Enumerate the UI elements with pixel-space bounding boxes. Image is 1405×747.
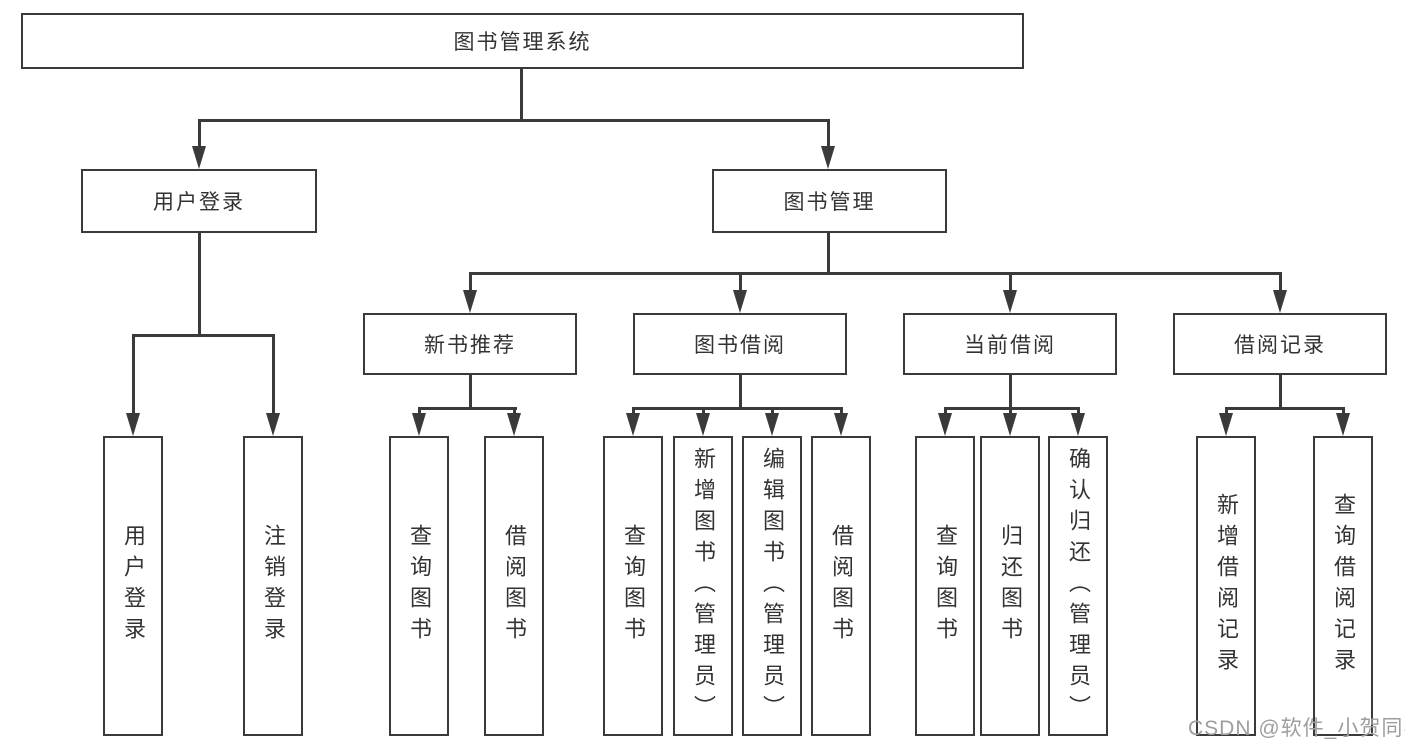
connector-bookmgmt-bar xyxy=(469,272,1282,275)
connector-root-drop-left xyxy=(198,119,201,149)
connector-bookmgmt-drop-3 xyxy=(1009,272,1012,293)
arrowhead-down-icon xyxy=(733,290,747,313)
leaf-query-books-borrow-label: 查询图书 xyxy=(621,524,646,648)
arrowhead-down-icon xyxy=(1273,290,1287,313)
leaf-query-borrow-record-label: 查询借阅记录 xyxy=(1331,493,1356,679)
leaf-query-books-recommend-label: 查询图书 xyxy=(407,524,432,648)
node-current-borrow-label: 当前借阅 xyxy=(964,334,1056,357)
connector-records-stem xyxy=(1279,375,1282,409)
connector-userlogin-drop-1 xyxy=(132,334,135,416)
leaf-add-borrow-record: 新增借阅记录 xyxy=(1196,436,1256,736)
connector-userlogin-bar xyxy=(132,334,275,337)
connector-current-drop-3 xyxy=(1077,407,1080,416)
connector-recommend-drop-1 xyxy=(418,407,421,416)
arrowhead-down-icon xyxy=(1219,413,1233,436)
node-book-management: 图书管理 xyxy=(712,169,947,233)
connector-recommend-bar xyxy=(418,407,517,410)
leaf-edit-books-admin: 编辑图书（管理员） xyxy=(742,436,802,736)
node-user-login-label: 用户登录 xyxy=(153,191,245,214)
connector-root-stem xyxy=(520,69,523,121)
connector-current-bar xyxy=(944,407,1080,410)
connector-records-drop-1 xyxy=(1225,407,1228,416)
arrowhead-down-icon xyxy=(626,413,640,436)
connector-borrow-stem xyxy=(739,375,742,409)
connector-borrow-drop-1 xyxy=(632,407,635,416)
connector-records-drop-2 xyxy=(1342,407,1345,416)
leaf-return-books-label: 归还图书 xyxy=(998,524,1023,648)
node-new-book-recommend-label: 新书推荐 xyxy=(424,334,516,357)
arrowhead-down-icon xyxy=(1003,290,1017,313)
arrowhead-down-icon xyxy=(1336,413,1350,436)
connector-borrow-bar xyxy=(632,407,843,410)
arrowhead-down-icon xyxy=(192,146,206,169)
connector-current-drop-2 xyxy=(1009,407,1012,416)
leaf-query-books-borrow: 查询图书 xyxy=(603,436,663,736)
leaf-confirm-return-admin: 确认归还（管理员） xyxy=(1048,436,1108,736)
node-library-system: 图书管理系统 xyxy=(21,13,1024,69)
connector-borrow-drop-4 xyxy=(840,407,843,416)
connector-recommend-drop-2 xyxy=(513,407,516,416)
node-borrow-records: 借阅记录 xyxy=(1173,313,1387,375)
node-new-book-recommend: 新书推荐 xyxy=(363,313,577,375)
arrowhead-down-icon xyxy=(412,413,426,436)
leaf-add-borrow-record-label: 新增借阅记录 xyxy=(1214,493,1239,679)
node-borrow-records-label: 借阅记录 xyxy=(1234,334,1326,357)
connector-bookmgmt-drop-2 xyxy=(739,272,742,293)
connector-recommend-stem xyxy=(469,375,472,409)
arrowhead-down-icon xyxy=(1003,413,1017,436)
connector-bookmgmt-drop-1 xyxy=(469,272,472,293)
connector-bookmgmt-drop-4 xyxy=(1279,272,1282,293)
arrowhead-down-icon xyxy=(266,413,280,436)
arrowhead-down-icon xyxy=(834,413,848,436)
connector-bookmgmt-stem xyxy=(827,233,830,274)
leaf-borrow-books-recommend-label: 借阅图书 xyxy=(502,524,527,648)
node-user-login: 用户登录 xyxy=(81,169,317,233)
leaf-borrow-books-recommend: 借阅图书 xyxy=(484,436,544,736)
leaf-add-books-admin-label: 新增图书（管理员） xyxy=(691,446,716,726)
connector-current-stem xyxy=(1009,375,1012,409)
leaf-confirm-return-admin-label: 确认归还（管理员） xyxy=(1066,446,1091,726)
arrowhead-down-icon xyxy=(507,413,521,436)
connector-root-bar xyxy=(198,119,830,122)
node-book-borrow: 图书借阅 xyxy=(633,313,847,375)
connector-borrow-drop-3 xyxy=(771,407,774,416)
connector-root-drop-right xyxy=(827,119,830,149)
leaf-query-borrow-record: 查询借阅记录 xyxy=(1313,436,1373,736)
leaf-borrow-books: 借阅图书 xyxy=(811,436,871,736)
leaf-query-books-recommend: 查询图书 xyxy=(389,436,449,736)
node-book-management-label: 图书管理 xyxy=(783,191,876,214)
leaf-return-books: 归还图书 xyxy=(980,436,1040,736)
arrowhead-down-icon xyxy=(938,413,952,436)
csdn-watermark: CSDN @软件_小贺同学 xyxy=(1188,717,1405,740)
leaf-query-books-current-label: 查询图书 xyxy=(933,524,958,648)
node-book-borrow-label: 图书借阅 xyxy=(694,334,786,357)
node-library-system-label: 图书管理系统 xyxy=(453,31,592,54)
leaf-add-books-admin: 新增图书（管理员） xyxy=(673,436,733,736)
leaf-logout-label: 注销登录 xyxy=(261,524,286,648)
connector-userlogin-drop-2 xyxy=(272,334,275,416)
connector-borrow-drop-2 xyxy=(702,407,705,416)
connector-current-drop-1 xyxy=(944,407,947,416)
node-current-borrow: 当前借阅 xyxy=(903,313,1117,375)
leaf-edit-books-admin-label: 编辑图书（管理员） xyxy=(760,446,785,726)
connector-userlogin-stem xyxy=(198,233,201,336)
arrowhead-down-icon xyxy=(126,413,140,436)
arrowhead-down-icon xyxy=(696,413,710,436)
arrowhead-down-icon xyxy=(765,413,779,436)
leaf-user-login: 用户登录 xyxy=(103,436,163,736)
leaf-user-login-label: 用户登录 xyxy=(121,524,146,648)
arrowhead-down-icon xyxy=(463,290,477,313)
leaf-query-books-current: 查询图书 xyxy=(915,436,975,736)
leaf-logout: 注销登录 xyxy=(243,436,303,736)
connector-records-bar xyxy=(1225,407,1345,410)
arrowhead-down-icon xyxy=(821,146,835,169)
leaf-borrow-books-label: 借阅图书 xyxy=(829,524,854,648)
arrowhead-down-icon xyxy=(1071,413,1085,436)
